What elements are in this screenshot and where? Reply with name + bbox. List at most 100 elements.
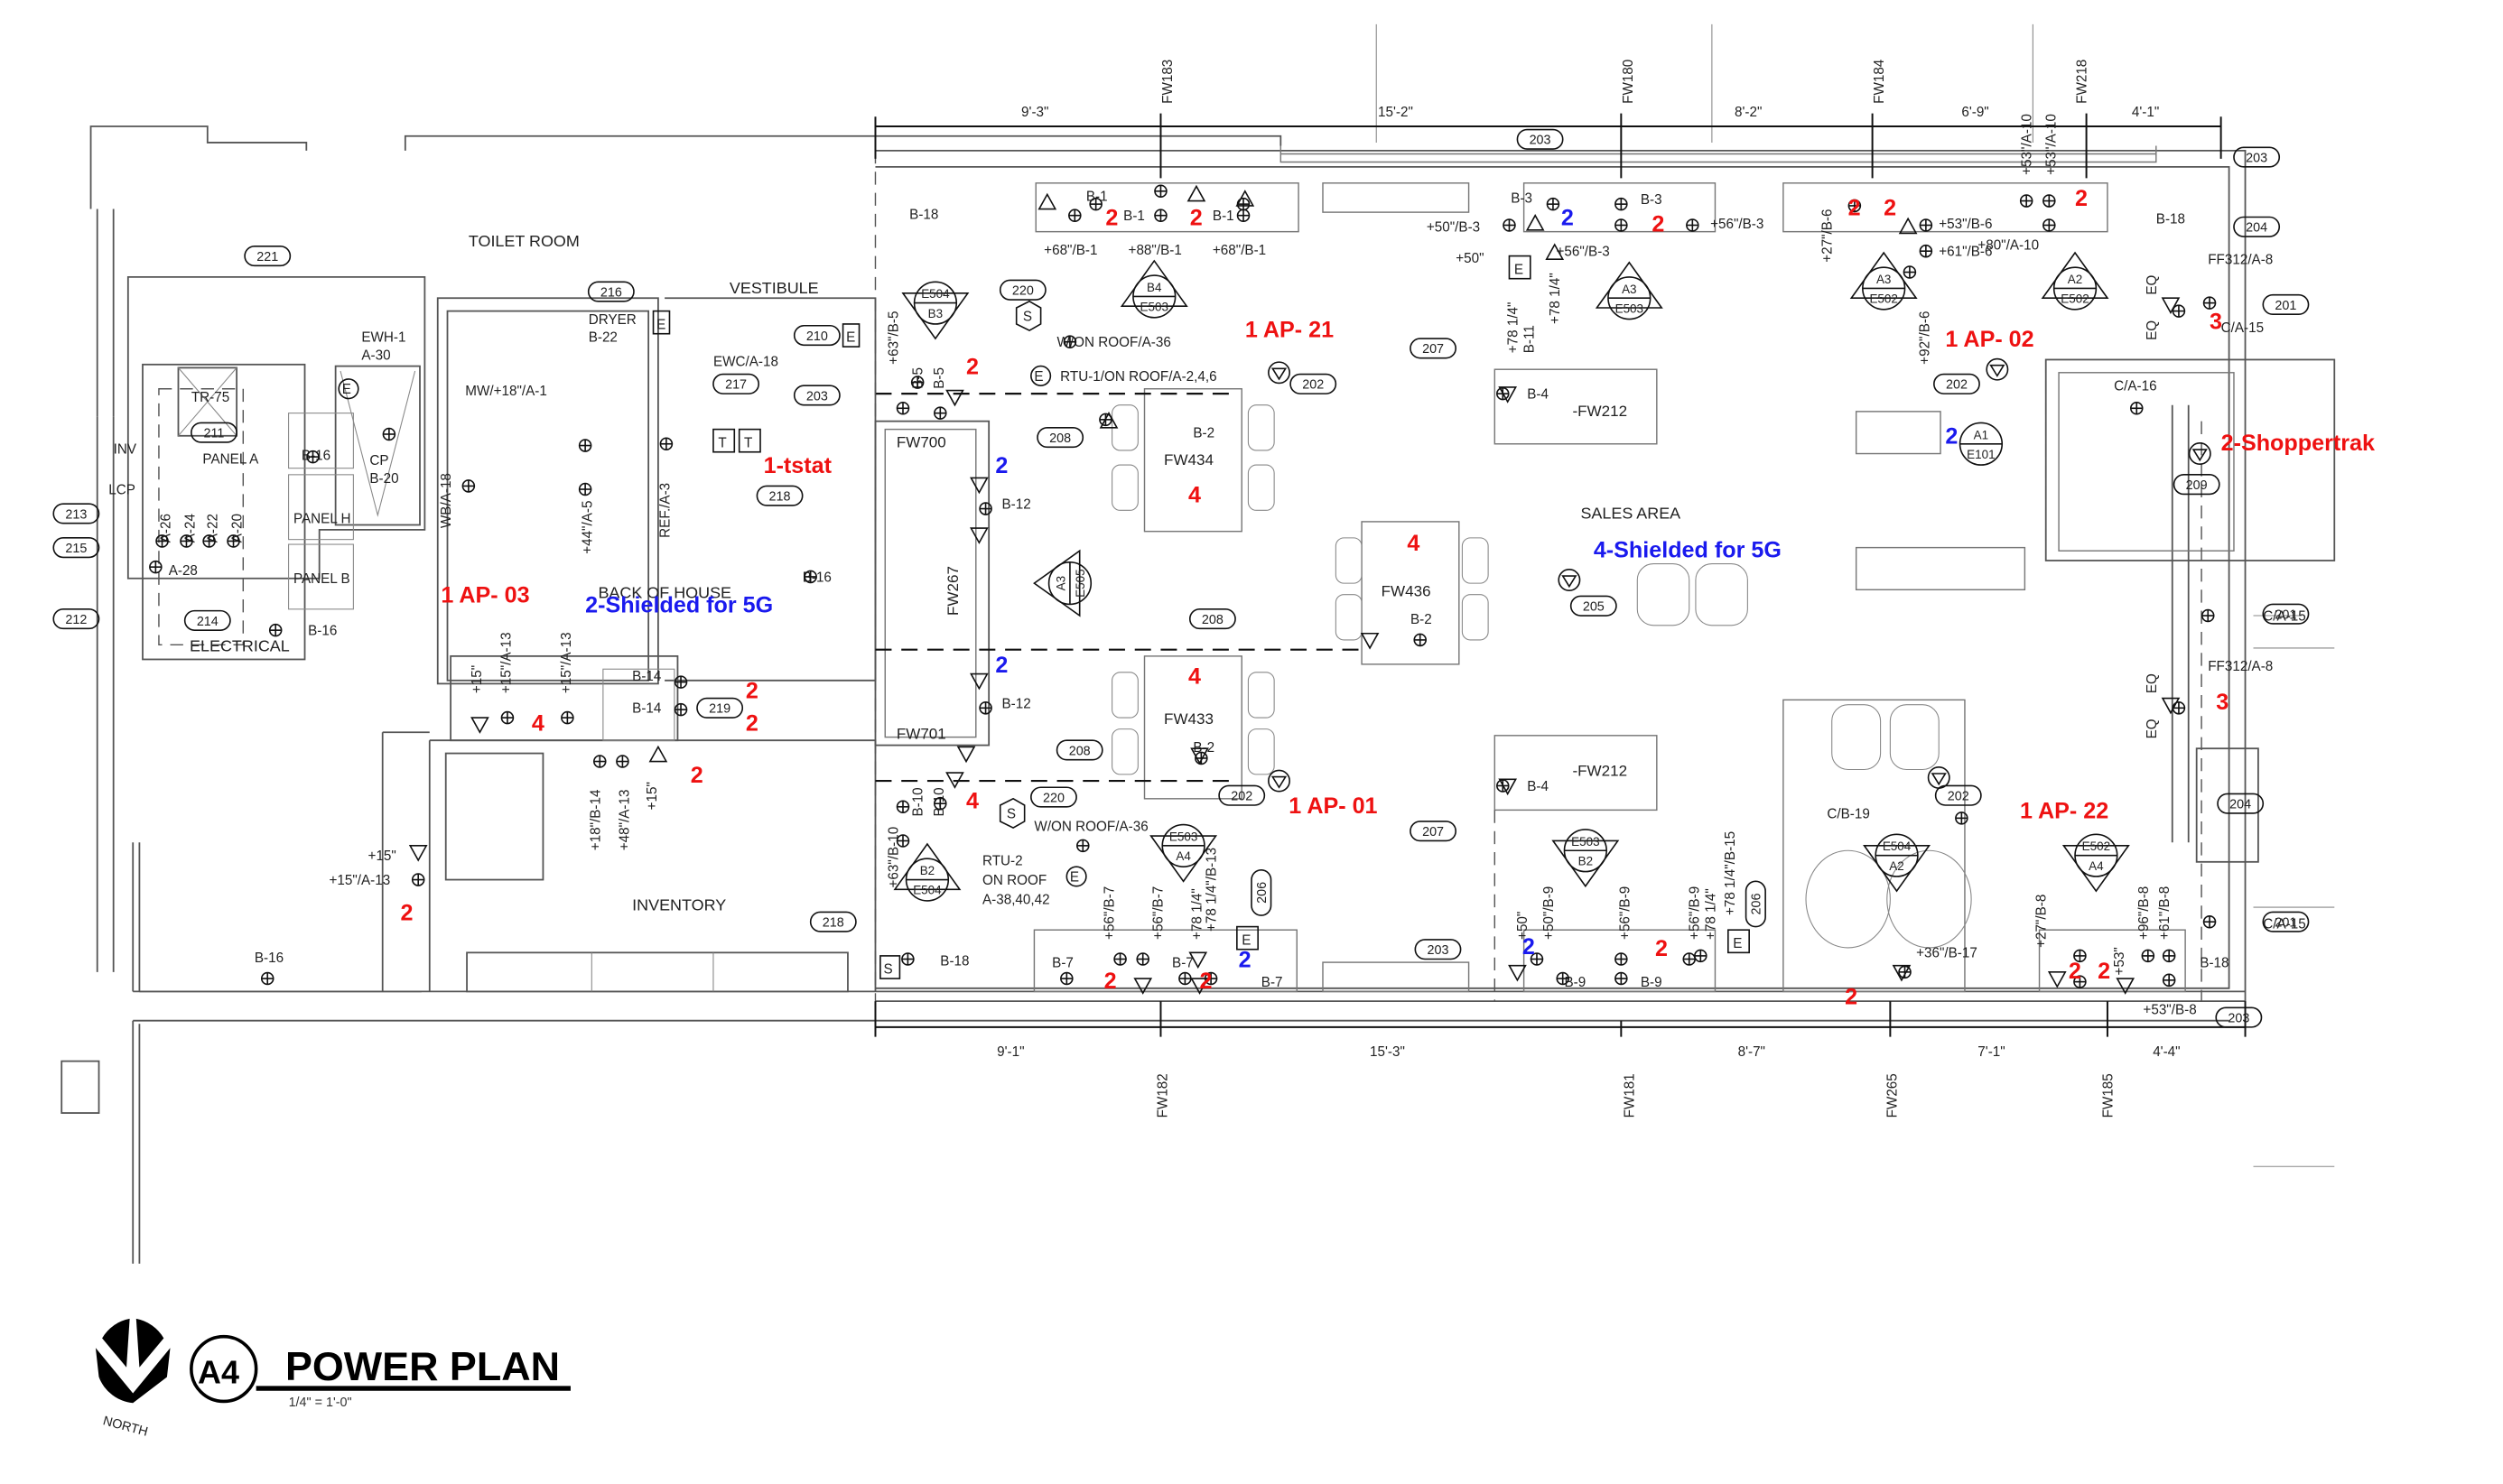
data-outlet-icon bbox=[1133, 978, 1153, 995]
title-block: NORTH A4 POWER PLAN 1/4" = 1'-0" bbox=[95, 1318, 571, 1440]
detail-bubble bbox=[190, 1334, 258, 1404]
equipment-labels: TR-75 PANEL A PANEL H PANEL B INV LCP A-… bbox=[108, 312, 1216, 908]
circuit-label: +27"/B-6 bbox=[1820, 209, 1836, 262]
circuit-label: +68"/B-1 bbox=[1044, 243, 1097, 258]
access-point-icon bbox=[1927, 766, 1950, 789]
fixture-tag-bottom: A4 bbox=[1176, 849, 1191, 863]
circuit-label: B-11 bbox=[1521, 325, 1537, 353]
circuit-label: +56"/B-9 bbox=[1688, 886, 1703, 940]
cp-label: CP bbox=[369, 453, 388, 468]
circuit-label: +36"/B-17 bbox=[1916, 946, 1977, 961]
data-outlet-icon bbox=[956, 746, 976, 764]
receptacle-icon bbox=[1060, 971, 1074, 986]
receptacle-icon bbox=[578, 482, 592, 496]
device-count: 2 bbox=[995, 453, 1008, 478]
receptacle-icon bbox=[674, 702, 688, 717]
receptacle-icon bbox=[1614, 971, 1628, 986]
device-count: 2 bbox=[1845, 985, 1857, 1010]
north-label: NORTH bbox=[101, 1414, 149, 1440]
device-count: 2 bbox=[1239, 947, 1252, 972]
dimension-eq: EQ bbox=[2145, 673, 2160, 693]
keynote-number: 201 bbox=[2275, 608, 2296, 623]
circuit-label: +15" bbox=[645, 782, 660, 810]
won-roof-1-label: W/ON ROOF/A-36 bbox=[1057, 335, 1171, 350]
keynote-bubble: 208 bbox=[1037, 427, 1084, 449]
circuit-label: +50" bbox=[1456, 251, 1484, 266]
device-count: 4 bbox=[966, 789, 979, 814]
receptacle-icon bbox=[2141, 949, 2155, 963]
e-box-label: E bbox=[1242, 932, 1251, 948]
e-circle-label: E bbox=[1070, 869, 1079, 885]
dim-top-3: 8'-2" bbox=[1735, 105, 1762, 120]
fixture-tag-bottom: E101 bbox=[1967, 448, 1995, 461]
receptacle-icon bbox=[1614, 197, 1628, 211]
wall-tag-fw218: FW218 bbox=[2075, 60, 2090, 104]
keynote-bubble: 209 bbox=[2173, 474, 2220, 496]
circuit-label: B-18 bbox=[940, 954, 969, 969]
e-box-label: E bbox=[656, 317, 665, 332]
device-count: 2 bbox=[2098, 959, 2110, 984]
data-outlet-icon bbox=[1545, 243, 1565, 260]
room-sales-area: SALES AREA bbox=[1580, 504, 1680, 522]
fixture-tag-top: E504 bbox=[1883, 839, 1912, 853]
data-outlet-icon bbox=[2161, 297, 2181, 315]
room-labels: TOILET ROOM VESTIBULE BACK OF HOUSE ELEC… bbox=[190, 232, 1680, 914]
keynote-bubble: 220 bbox=[1030, 786, 1077, 808]
fixture-tag-top: B2 bbox=[920, 864, 935, 877]
receptacle-icon bbox=[910, 376, 925, 389]
ewh-label: EWH-1 bbox=[361, 330, 405, 346]
markup-ap02: 1 AP- 02 bbox=[1945, 327, 2033, 352]
circuit-a28: A-28 bbox=[169, 563, 198, 579]
circuit-label: +50"/B-3 bbox=[1427, 220, 1480, 236]
circuit-label: +18"/B-14 bbox=[588, 789, 603, 850]
keynote-bubble: 202 bbox=[1218, 784, 1266, 806]
dim-bottom-2: 15'-3" bbox=[1370, 1044, 1405, 1060]
tr75-label: TR-75 bbox=[191, 390, 229, 405]
keynote-number: 221 bbox=[256, 250, 278, 264]
keynote-bubble: 218 bbox=[809, 911, 857, 932]
fixture-tag-top: E504 bbox=[921, 287, 950, 301]
wall-tag-fw700: FW700 bbox=[897, 433, 946, 450]
room-back-of-house: BACK OF HOUSE bbox=[598, 583, 731, 601]
fixture-tag-top: E503 bbox=[1571, 835, 1599, 849]
receptacle-icon bbox=[896, 402, 910, 415]
cp-circuit: B-20 bbox=[369, 471, 398, 487]
wall-tag-fw183: FW183 bbox=[1160, 60, 1176, 104]
circuit-label: +63"/B-5 bbox=[887, 311, 902, 365]
fixture-tag-top: A3 bbox=[1055, 576, 1068, 590]
receptacle-icon bbox=[896, 834, 910, 848]
circuit-label: +53"/B-6 bbox=[1939, 217, 1992, 232]
circuit-label: B-14 bbox=[632, 669, 662, 684]
keynote-bubble: 215 bbox=[52, 537, 100, 559]
mw-label: MW/+18"/A-1 bbox=[465, 384, 547, 399]
drawing-title: POWER PLAN bbox=[285, 1343, 560, 1389]
keynote-number: 218 bbox=[769, 490, 791, 505]
circuit-label: +53"/B-8 bbox=[2143, 1003, 2196, 1018]
receptacle-icon bbox=[202, 534, 216, 548]
rtu2-label-1: RTU-2 bbox=[982, 853, 1023, 868]
keynote-bubble: 205 bbox=[1569, 595, 1617, 617]
keynote-number: 215 bbox=[65, 542, 87, 556]
circuit-label: +78 1/4" bbox=[1703, 888, 1718, 940]
access-point-icon bbox=[2188, 442, 2211, 466]
receptacle-icon bbox=[1614, 218, 1628, 232]
receptacle-icon bbox=[155, 534, 169, 548]
keynote-number: 220 bbox=[1043, 791, 1065, 805]
interior-wall-tags: FW700 FW701 FW267 FW434 FW433 FW436 -FW2… bbox=[897, 403, 1627, 779]
circuit-label: +88"/B-1 bbox=[1129, 243, 1182, 258]
receptacle-icon bbox=[1955, 812, 1968, 825]
markup-ap01: 1 AP- 01 bbox=[1289, 793, 1377, 819]
data-outlet-icon bbox=[470, 717, 489, 734]
wall-tag-fw265: FW265 bbox=[1885, 1073, 1901, 1118]
circuit-label: B-16 bbox=[255, 951, 284, 966]
circuit-labels: B-1 B-1 B-1 +68"/B-1 +88"/B-1 +68"/B-1 B… bbox=[255, 114, 2306, 1017]
circuit-label: B-12 bbox=[1002, 497, 1031, 513]
keynote-bubble: 206 bbox=[1251, 868, 1272, 916]
device-count: 2 bbox=[1848, 196, 1861, 221]
fixture-tag-bottom: E503 bbox=[1140, 301, 1168, 314]
